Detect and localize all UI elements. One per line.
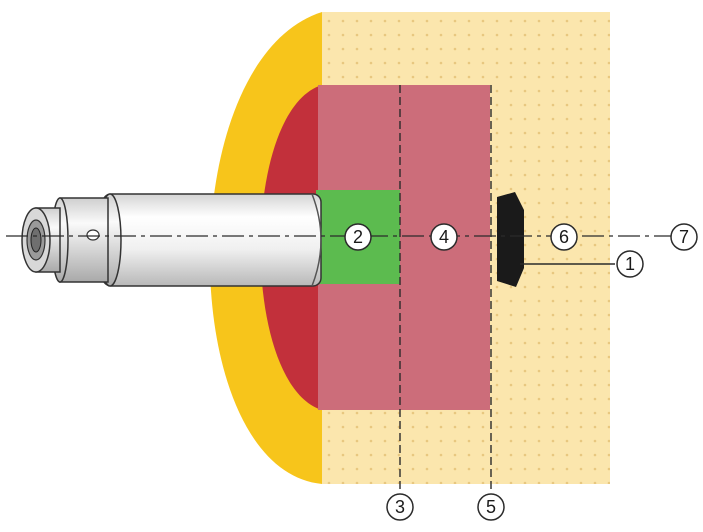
target-object-icon [497,192,524,287]
callout-1-label: 1 [625,254,635,274]
callout-2: 2 [344,223,372,251]
callout-5-label: 5 [486,497,496,517]
callout-3-label: 3 [395,497,405,517]
callout-6: 6 [550,223,578,251]
callout-3: 3 [386,493,414,521]
callout-1: 1 [616,250,644,278]
callout-6-label: 6 [559,227,569,247]
callout-4-label: 4 [439,227,449,247]
callout-2-label: 2 [353,227,363,247]
callout-4: 4 [430,223,458,251]
cylindrical-sensor-icon [21,193,322,287]
callout-7-label: 7 [679,227,689,247]
callout-7: 7 [670,223,698,251]
callout-5: 5 [477,493,505,521]
